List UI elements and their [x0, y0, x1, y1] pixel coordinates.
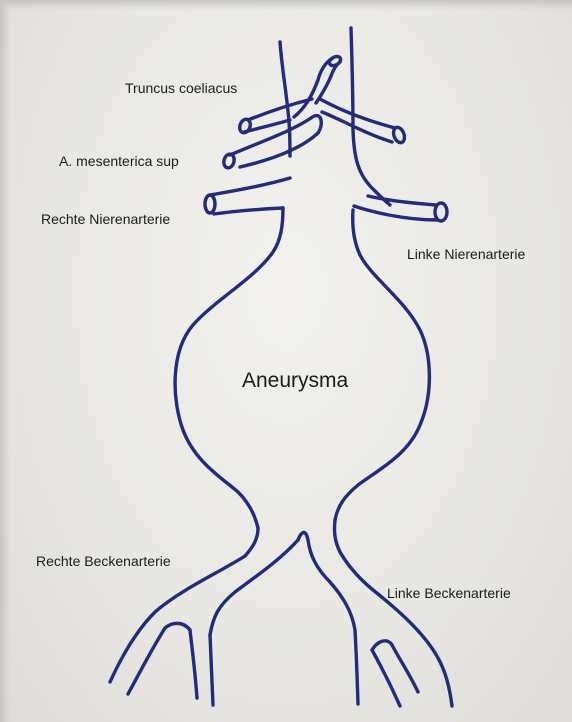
linke-iliaca-split: [372, 641, 392, 650]
mesenterica-opening: [222, 153, 235, 169]
label-truncus-coeliacus: Truncus coeliacus: [125, 80, 237, 96]
bifurcation: [298, 533, 330, 583]
aorta-lower-right: [335, 520, 378, 594]
label-aneurysma: Aneurysma: [242, 369, 348, 393]
rechte-iliaca-branch: [190, 630, 197, 698]
label-a-mesenterica-sup: A. mesenterica sup: [59, 153, 179, 169]
aorta-upper-left-wall: [280, 42, 290, 156]
linke-beckenarterie-inner: [330, 582, 358, 704]
truncus-coeliacus-vessel-inner: [316, 62, 340, 103]
label-linke-beckenarterie: Linke Beckenarterie: [387, 585, 511, 601]
rechte-nierenarterie-lower: [214, 208, 283, 214]
linke-iliaca-branch-2: [392, 645, 418, 692]
linke-nierenarterie-opening: [435, 203, 447, 221]
celiac-right-opening: [392, 126, 407, 144]
linke-nierenarterie-lower: [354, 206, 437, 220]
aneurysma-left-wall: [175, 208, 283, 528]
rechte-nierenarterie-upper: [210, 178, 290, 195]
linke-iliaca-branch: [372, 650, 400, 706]
celiac-right-branch: [320, 99, 395, 128]
rechte-iliaca-split: [165, 623, 190, 630]
truncus-coeliacus-opening: [328, 55, 342, 68]
rechte-iliaca-branch-2: [210, 635, 213, 705]
label-linke-nierenarterie: Linke Nierenarterie: [407, 246, 525, 262]
mesenterica-vessel-lower: [240, 133, 318, 167]
rechte-nierenarterie-opening: [205, 195, 215, 213]
mesenterica-stub: [311, 116, 321, 133]
label-rechte-nierenarterie: Rechte Nierenarterie: [41, 211, 170, 227]
rechte-beckenarterie-inner: [210, 540, 298, 635]
label-rechte-beckenarterie: Rechte Beckenarterie: [36, 553, 171, 569]
rechte-beckenarterie-outer: [110, 556, 245, 682]
linke-nierenarterie-upper: [368, 196, 436, 205]
aorta-lower-left: [245, 528, 258, 556]
